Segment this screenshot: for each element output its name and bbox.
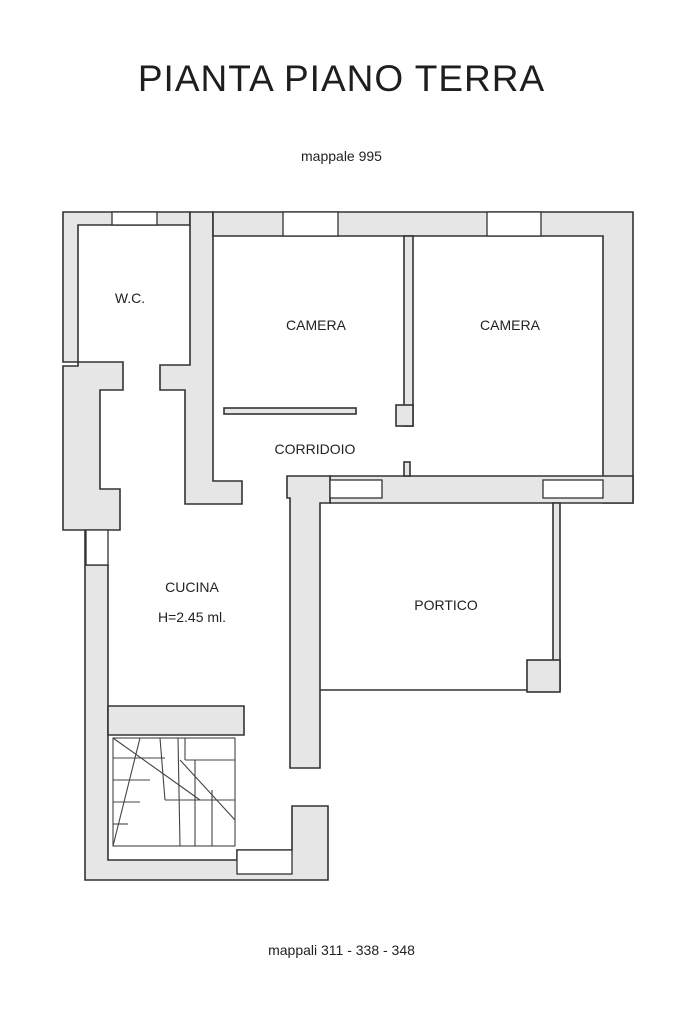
window-cucina [85, 529, 109, 566]
room-label-camera-left: CAMERA [286, 317, 346, 333]
room-label-camera-right: CAMERA [480, 317, 540, 333]
room-label-wc: W.C. [114, 290, 146, 306]
window-portico-1 [329, 479, 383, 499]
room-label-cucina-height: H=2.45 ml. [157, 609, 227, 625]
room-label-portico: PORTICO [414, 597, 478, 613]
door-bottom [236, 849, 293, 875]
room-label-cucina: CUCINA [165, 579, 219, 595]
stub-corridoio [403, 461, 411, 477]
staircase [112, 737, 236, 847]
wall-portico-left [286, 475, 331, 769]
partition-stub [395, 404, 414, 427]
plan-subtitle: mappale 995 [301, 148, 382, 164]
portico-pillar [526, 659, 561, 693]
wall-wc-right [159, 211, 243, 505]
window-top-2 [486, 211, 542, 237]
window-portico-2 [542, 479, 604, 499]
partition-left-bedroom [223, 407, 357, 415]
window-top-1 [282, 211, 339, 237]
wall-top-bedrooms [212, 211, 634, 504]
window-wc [111, 211, 158, 226]
wall-cucina-bottom [107, 705, 245, 736]
partition-bedrooms [403, 235, 414, 427]
room-label-corridoio: CORRIDOIO [274, 441, 356, 457]
plan-footer: mappali 311 - 338 - 348 [268, 942, 415, 958]
plan-title: PIANTA PIANO TERRA [137, 58, 546, 99]
